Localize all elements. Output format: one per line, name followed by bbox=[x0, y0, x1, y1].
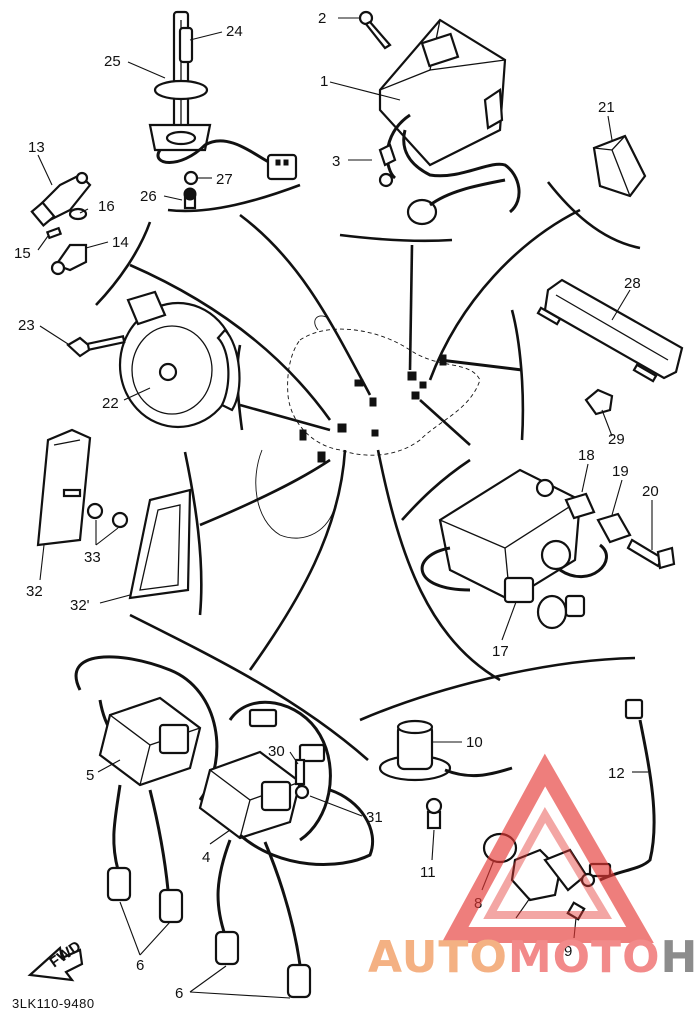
horn bbox=[66, 290, 241, 429]
callout-33a: 33 bbox=[84, 549, 101, 566]
callout-6a: 6 bbox=[136, 957, 144, 974]
side-reflectors bbox=[36, 428, 192, 600]
frame-outline bbox=[255, 315, 481, 539]
callout-5: 5 bbox=[86, 767, 94, 784]
callout-25: 25 bbox=[104, 53, 121, 70]
callout-17: 17 bbox=[492, 643, 509, 660]
callout-12: 12 bbox=[608, 765, 625, 782]
callout-30: 30 bbox=[268, 743, 285, 760]
callout-11: 11 bbox=[420, 864, 436, 881]
callout-32: 32 bbox=[26, 583, 43, 600]
callout-19: 19 bbox=[612, 463, 629, 480]
callout-10: 10 bbox=[466, 734, 483, 751]
cdi-unit bbox=[358, 10, 521, 226]
switch-parts-13-16 bbox=[30, 171, 92, 276]
routing-lines bbox=[129, 208, 581, 682]
callout-3: 3 bbox=[332, 153, 340, 170]
callout-6b: 6 bbox=[175, 985, 183, 1002]
callout-21: 21 bbox=[598, 99, 615, 116]
part-code: 3LK110-9480 bbox=[12, 996, 95, 1011]
callout-labels: 1 2 3 4 5 6 6 6 8 9 10 11 12 13 14 15 16… bbox=[14, 10, 659, 1002]
watermark-text-part1: AUTO bbox=[368, 932, 508, 983]
relay-21 bbox=[592, 134, 647, 198]
rear-reflector-28 bbox=[536, 278, 684, 416]
callout-18: 18 bbox=[578, 447, 595, 464]
callout-13: 13 bbox=[28, 139, 45, 156]
callout-29: 29 bbox=[608, 431, 625, 448]
callout-31: 31 bbox=[366, 809, 383, 826]
ignition-coils bbox=[74, 655, 375, 999]
fwd-arrow: FWD bbox=[27, 938, 84, 982]
svg-text:AUTOMOTOHUB: AUTOMOTOHUB bbox=[368, 932, 696, 983]
callout-15: 15 bbox=[14, 245, 31, 262]
watermark-text-part2: MOTO bbox=[508, 932, 661, 983]
fuel-sender-unit bbox=[148, 10, 298, 210]
callout-9: 9 bbox=[564, 943, 572, 960]
watermark-text-part3: HUB bbox=[660, 932, 696, 983]
callout-27: 27 bbox=[216, 171, 233, 188]
watermark-triangle bbox=[441, 753, 654, 943]
callout-4: 4 bbox=[202, 849, 210, 866]
callout-32-prime: 32' bbox=[70, 597, 90, 614]
callout-22: 22 bbox=[102, 395, 119, 412]
callout-16: 16 bbox=[98, 198, 115, 215]
callout-24: 24 bbox=[226, 23, 243, 40]
callout-20: 20 bbox=[642, 483, 659, 500]
callout-2: 2 bbox=[318, 10, 326, 27]
watermark-inner-triangle bbox=[483, 806, 613, 919]
relay-17 bbox=[420, 468, 676, 630]
callout-14: 14 bbox=[112, 234, 129, 251]
callout-28: 28 bbox=[624, 275, 641, 292]
callout-26: 26 bbox=[140, 188, 157, 205]
watermark-logo: AUTOMOTOHUB bbox=[368, 753, 696, 983]
callout-23: 23 bbox=[18, 317, 35, 334]
callout-1: 1 bbox=[320, 73, 328, 90]
group-brackets bbox=[95, 181, 641, 761]
